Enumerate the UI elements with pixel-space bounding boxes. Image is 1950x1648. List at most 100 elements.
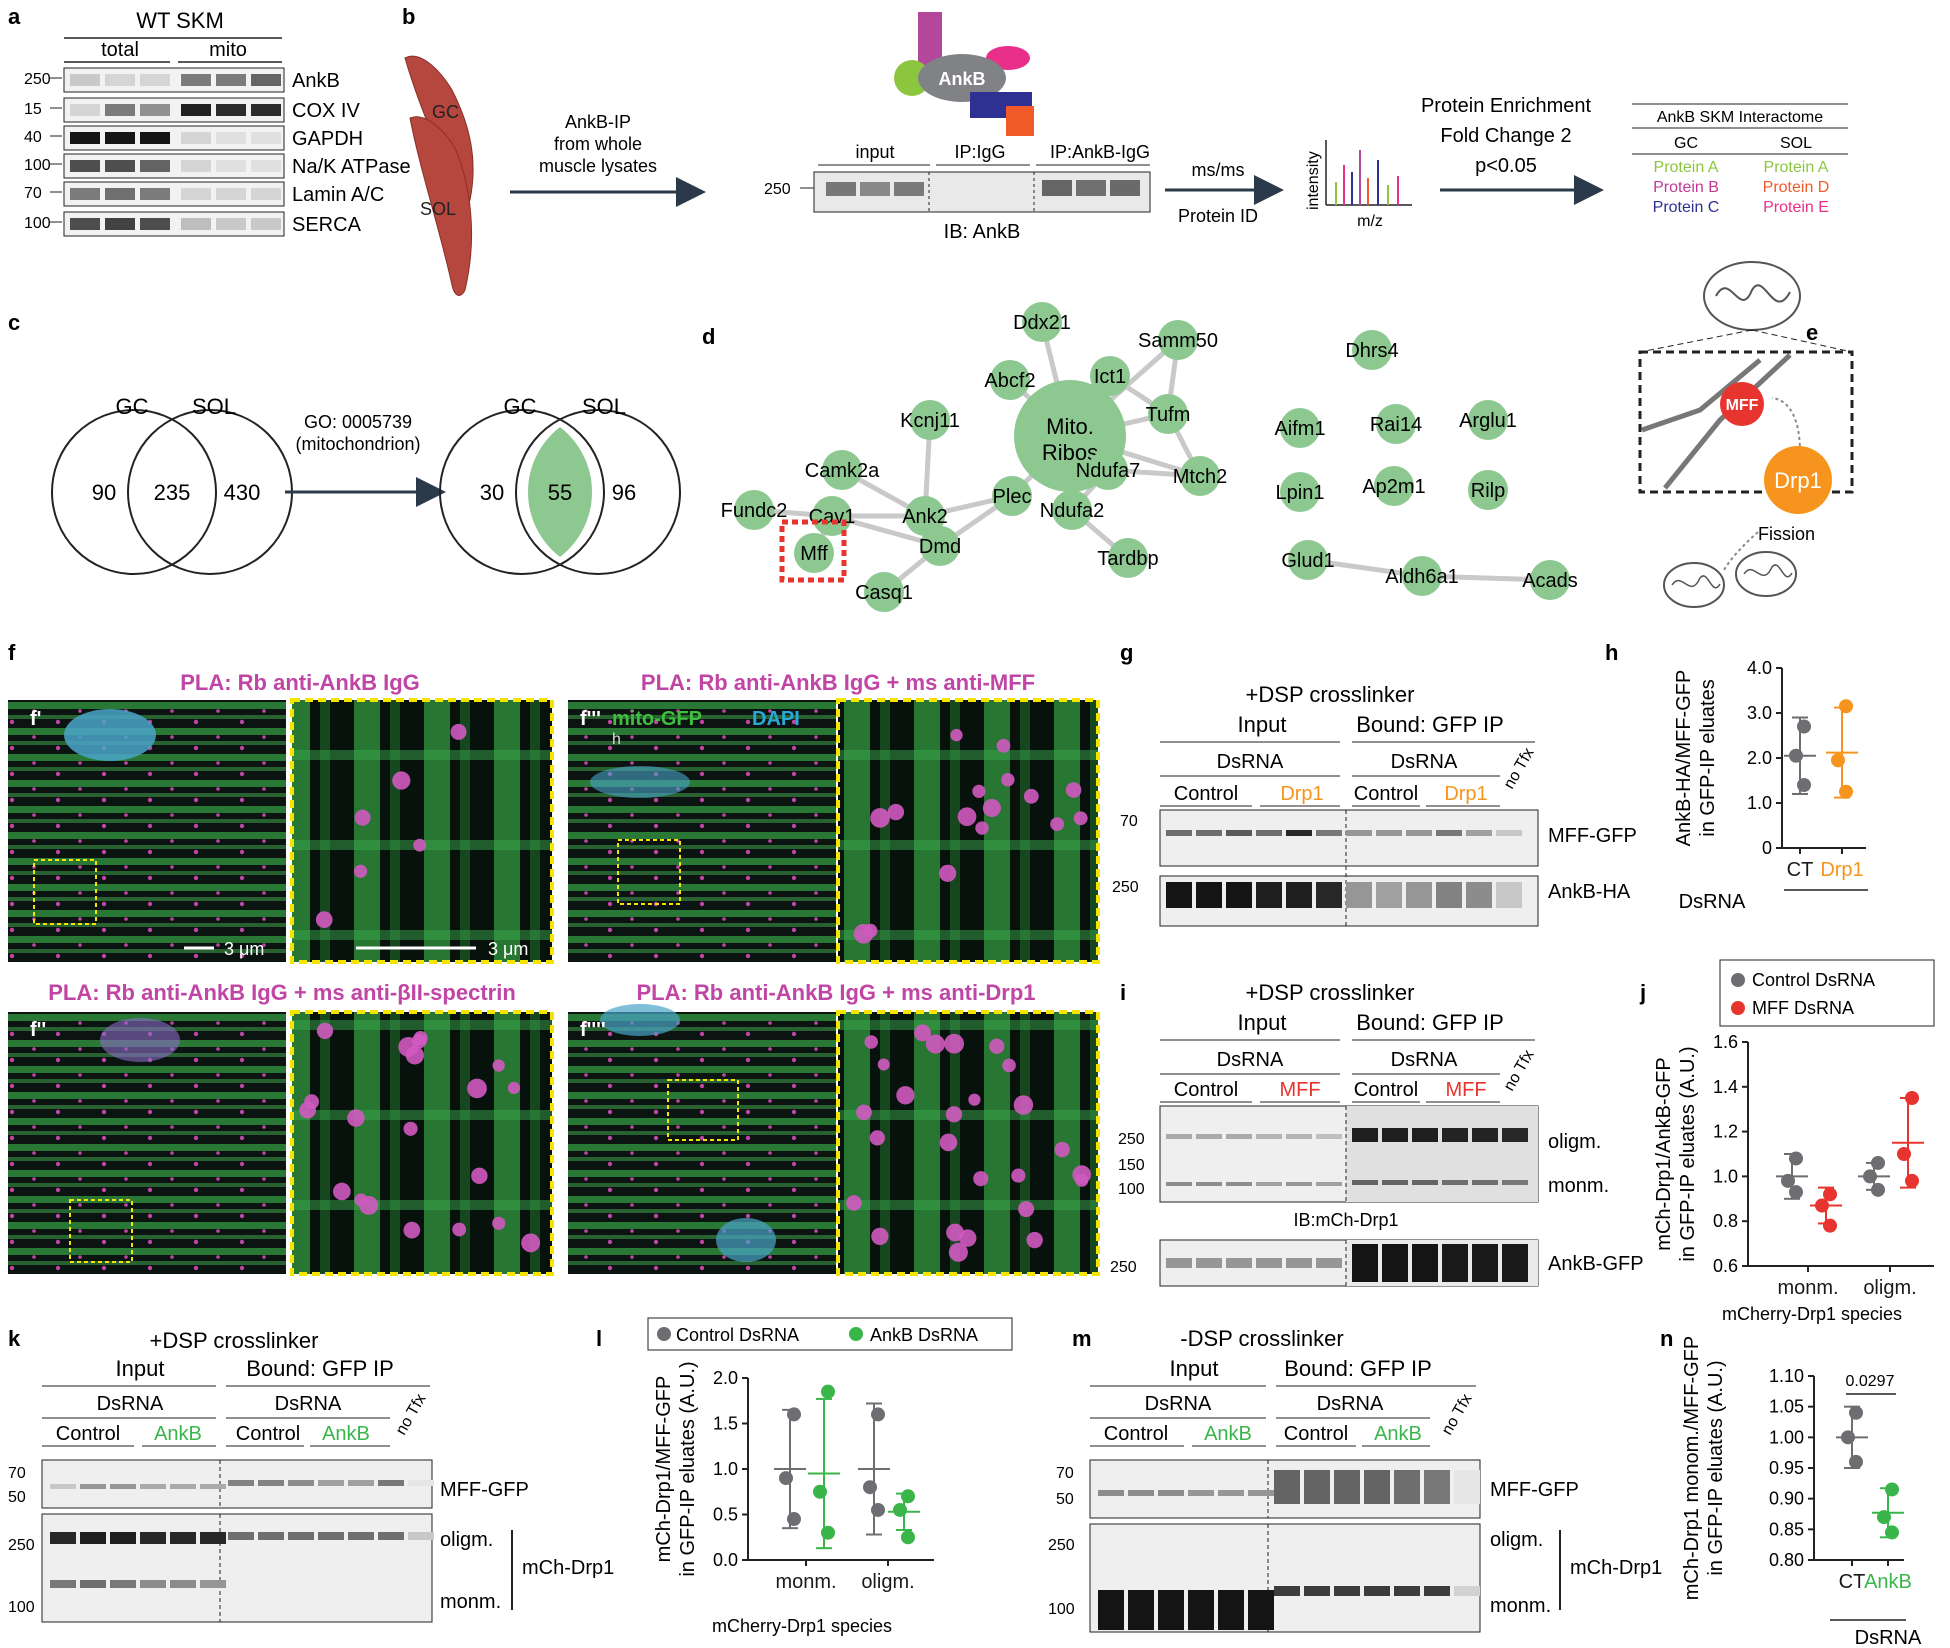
y-tick-label: 0.95 (1769, 1458, 1804, 1478)
band (1382, 1244, 1408, 1282)
venn1-gc (51, 409, 217, 575)
x-tick-label: monm. (1777, 1277, 1838, 1299)
k-monm: monm. (440, 1591, 501, 1613)
band (140, 1580, 166, 1588)
node-label-ict1: Ict1 (1094, 366, 1126, 388)
node-fundc2 (734, 490, 774, 530)
band (1248, 1590, 1274, 1630)
m-notfx: no Tfx (1439, 1391, 1476, 1438)
node-label-kcnj11: Kcnj11 (900, 410, 960, 432)
y-tick-label: 0.5 (713, 1505, 738, 1525)
panel-label-g: g (1120, 640, 1133, 665)
blot-row-0 (63, 67, 285, 93)
band (80, 1580, 106, 1588)
venn2-sol (515, 409, 681, 575)
band (1442, 1244, 1468, 1282)
node-label-cav1: Cav1 (809, 506, 856, 528)
y-axis-label: in GFP-IP eluates (1697, 679, 1719, 836)
pla-dot (1075, 1173, 1089, 1187)
band (1188, 1490, 1214, 1496)
band (1188, 1590, 1214, 1630)
band (1334, 1470, 1360, 1504)
panel-label-c: c (8, 310, 20, 335)
band (1226, 1258, 1252, 1268)
p-value: 0.0297 (1846, 1373, 1895, 1390)
band (216, 104, 246, 116)
pla-dot (403, 1221, 421, 1239)
m-control-1: Control (1104, 1423, 1168, 1445)
data-point (1823, 1187, 1837, 1202)
muscle-sol: SOL (420, 199, 456, 219)
band (1454, 1470, 1480, 1504)
ip-text-2: from whole (554, 134, 642, 154)
pla-dot (354, 809, 371, 826)
ip-text-3: muscle lysates (539, 156, 657, 176)
band (181, 218, 211, 230)
band (50, 1580, 76, 1588)
g-dsrna-2: DsRNA (1391, 751, 1458, 773)
band (1466, 830, 1492, 836)
data-point (1839, 699, 1853, 714)
band (1412, 1244, 1438, 1282)
pla-dot (869, 1130, 885, 1146)
band (1472, 1244, 1498, 1282)
band (200, 1580, 226, 1588)
band (348, 1532, 374, 1540)
pla-dot (1023, 788, 1039, 804)
band (1502, 1128, 1528, 1142)
muscle-icons: GC SOL (404, 55, 474, 296)
data-point (779, 1471, 793, 1486)
band (140, 1532, 166, 1544)
k-drp1: mCh-Drp1 (522, 1557, 614, 1579)
j-legend (1719, 959, 1935, 1027)
pla-dot (996, 738, 1011, 753)
pla-dot (939, 864, 957, 882)
band (181, 104, 211, 116)
pla-dot (896, 1086, 915, 1105)
m-blot-drp1 (1089, 1523, 1481, 1633)
blot-row-4 (63, 181, 285, 207)
band (1274, 1470, 1300, 1504)
i-mff-2: MFF (1445, 1079, 1486, 1101)
l-legend-ankb: AnkB DsRNA (870, 1325, 978, 1345)
enrich-3: p<0.05 (1475, 155, 1537, 177)
band (181, 160, 211, 172)
pla-dot (948, 1242, 968, 1262)
m-ankb-2: AnkB (1374, 1423, 1422, 1445)
mw-na-k-atpase: 100 (24, 157, 51, 174)
node-ndufa2 (1052, 490, 1092, 530)
blot-row-1 (63, 97, 285, 123)
pla-dot (507, 1081, 521, 1094)
pla-dot (492, 1059, 505, 1072)
band (1316, 830, 1342, 836)
table-col-sol: SOL (1780, 135, 1812, 152)
band (228, 1480, 254, 1486)
y-axis-label: in GFP-IP eluates (A.U.) (677, 1361, 699, 1576)
band (1196, 1134, 1222, 1139)
node-label-rilp: Rilp (1471, 480, 1505, 502)
node-aifm1 (1280, 408, 1320, 448)
panel-label-m: m (1072, 1326, 1092, 1351)
band (1316, 1134, 1342, 1139)
band (1286, 830, 1312, 836)
network-edge (1421, 573, 1551, 583)
blot-row-3 (63, 153, 285, 179)
y-tick-label: 3.0 (1747, 703, 1772, 723)
j-legend-ct: Control DsRNA (1752, 970, 1875, 990)
band (251, 74, 281, 86)
band (1472, 1128, 1498, 1142)
data-point (1839, 784, 1853, 799)
n-group: DsRNA (1855, 1627, 1922, 1648)
k-control-2: Control (236, 1423, 300, 1445)
band (105, 74, 135, 86)
mw-serca: 100 (24, 215, 51, 232)
data-point (1885, 1482, 1899, 1497)
band (216, 74, 246, 86)
k-ankb-1: AnkB (154, 1423, 202, 1445)
band (258, 1532, 284, 1540)
spec-x: m/z (1357, 213, 1383, 230)
k-notfx: no Tfx (393, 1391, 430, 1438)
band (1442, 1180, 1468, 1185)
